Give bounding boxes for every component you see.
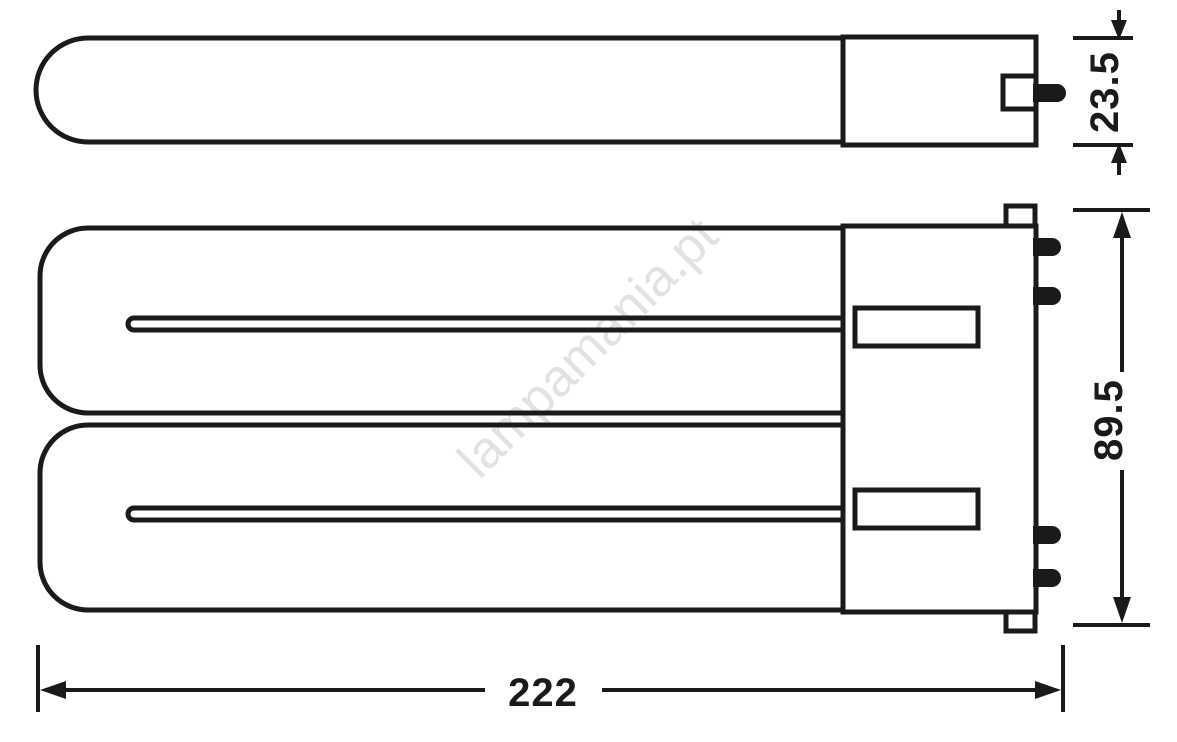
cap-tab-bottom	[1003, 611, 1038, 634]
cap-notch-top-view	[1000, 73, 1039, 112]
contact-pin-4	[1033, 569, 1061, 587]
arrowhead-89-5-top	[1113, 212, 1131, 238]
lower-tube-outer	[37, 422, 845, 613]
dimension-label-89-5: 89.5	[1087, 379, 1131, 461]
contact-pins-front-view	[1033, 238, 1061, 587]
lower-u-tube	[37, 422, 845, 613]
upper-tube-inner-divider	[125, 315, 845, 333]
dimension-89-5	[1073, 208, 1150, 627]
dimension-23-5-arrows	[1111, 20, 1127, 163]
lamp-cap-front-view	[840, 203, 1039, 634]
dimension-label-222: 222	[508, 671, 578, 715]
contact-pin-3	[1033, 526, 1061, 544]
contact-pin-1	[1033, 238, 1061, 256]
cap-slot-lower	[852, 487, 981, 531]
cap-tab-top	[1003, 203, 1038, 227]
cap-slot-upper	[852, 305, 981, 349]
upper-tube-outer	[37, 225, 845, 416]
contact-pin-top-view	[1033, 84, 1066, 102]
arrowhead-23-5-bottom	[1111, 143, 1127, 163]
upper-u-tube	[37, 225, 845, 416]
contact-pin-shape	[1033, 84, 1066, 102]
tube-profile-top-view	[33, 35, 845, 145]
lower-tube-inner-divider	[125, 505, 845, 523]
dimension-222-arrows	[40, 681, 1061, 699]
top-view	[33, 34, 1039, 148]
dimension-222	[36, 645, 1065, 712]
watermark-text: lampamania.pt	[447, 206, 730, 489]
arrowhead-222-right	[1035, 681, 1061, 699]
watermark: lampamania.pt	[447, 206, 730, 489]
lamp-cap-body	[840, 223, 1039, 615]
arrowhead-89-5-bottom	[1113, 597, 1131, 623]
dimension-label-23-5: 23.5	[1083, 51, 1127, 133]
arrowhead-222-left	[40, 681, 66, 699]
arrowhead-23-5-top	[1111, 20, 1127, 40]
contact-pin-2	[1033, 287, 1061, 305]
lamp-cap-top-view	[840, 34, 1039, 148]
dimension-89-5-arrows	[1113, 212, 1131, 623]
